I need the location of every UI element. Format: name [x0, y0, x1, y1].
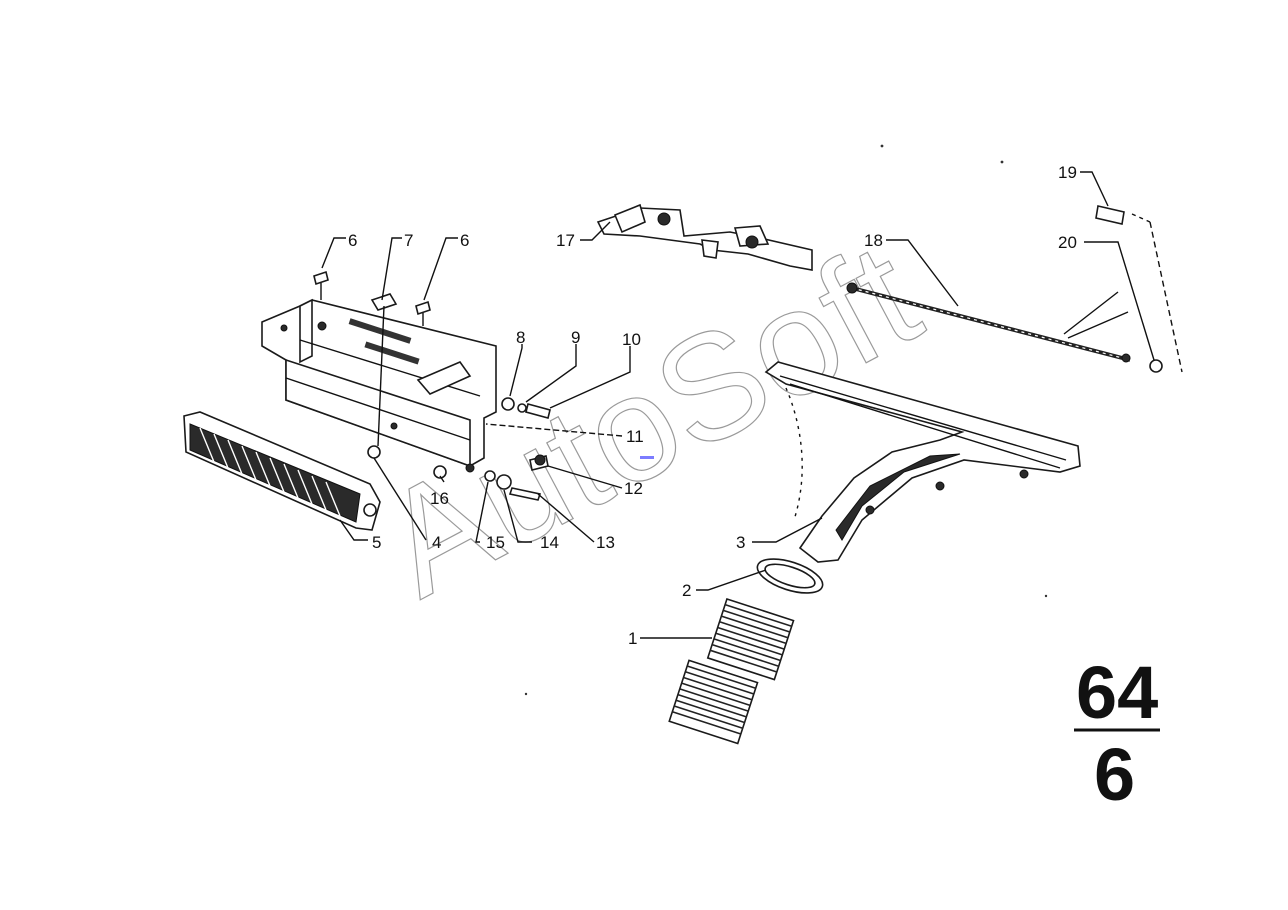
part-6-screw-right: [415, 300, 431, 326]
part-7-clip: [370, 293, 398, 311]
callout-16: 16: [430, 489, 449, 508]
callout-3: 3: [736, 533, 745, 552]
part-11-housing: [261, 298, 497, 468]
callout-8: 8: [516, 328, 525, 347]
part-6-screw-left: [313, 270, 329, 300]
page-number-bottom: 6: [1094, 733, 1135, 816]
callout-14: 14: [540, 533, 559, 552]
callout-19: 19: [1058, 163, 1077, 182]
callout-labels: 6 7 6 8 9 10 11 12 13 14 15 16 4 5 17 18…: [348, 163, 1077, 648]
part-17-bracket: [596, 203, 813, 271]
callout-1: 1: [628, 629, 637, 648]
callout-17: 17: [556, 231, 575, 250]
scan-specks: [524, 144, 1048, 696]
callout-4: 4: [432, 533, 441, 552]
callout-15: 15: [486, 533, 505, 552]
part-5-grille: [183, 411, 381, 531]
part-1-hoses: [668, 597, 795, 745]
callout-18: 18: [864, 231, 883, 250]
page-number-top: 64: [1076, 651, 1158, 734]
callout-6-right: 6: [460, 231, 469, 250]
callout-13: 13: [596, 533, 615, 552]
fasteners: [433, 397, 551, 501]
part-19-bolt: [1095, 205, 1183, 373]
callout-10: 10: [622, 330, 641, 349]
part-20-nut: [1149, 359, 1163, 373]
callout-11: 11: [626, 427, 644, 446]
leader-lines: [321, 171, 1155, 639]
callout-2: 2: [682, 581, 691, 600]
callout-6-left: 6: [348, 231, 357, 250]
callout-12: 12: [624, 479, 643, 498]
page-number: 64 6: [1074, 651, 1160, 816]
callout-7: 7: [404, 231, 413, 250]
callout-5: 5: [372, 533, 381, 552]
callout-20: 20: [1058, 233, 1077, 252]
part-18-cable: [846, 282, 1131, 363]
part-3-air-duct: [764, 361, 1081, 563]
part-2-ring: [756, 558, 824, 594]
callout-9: 9: [571, 328, 580, 347]
part-4-nut: [367, 445, 381, 459]
